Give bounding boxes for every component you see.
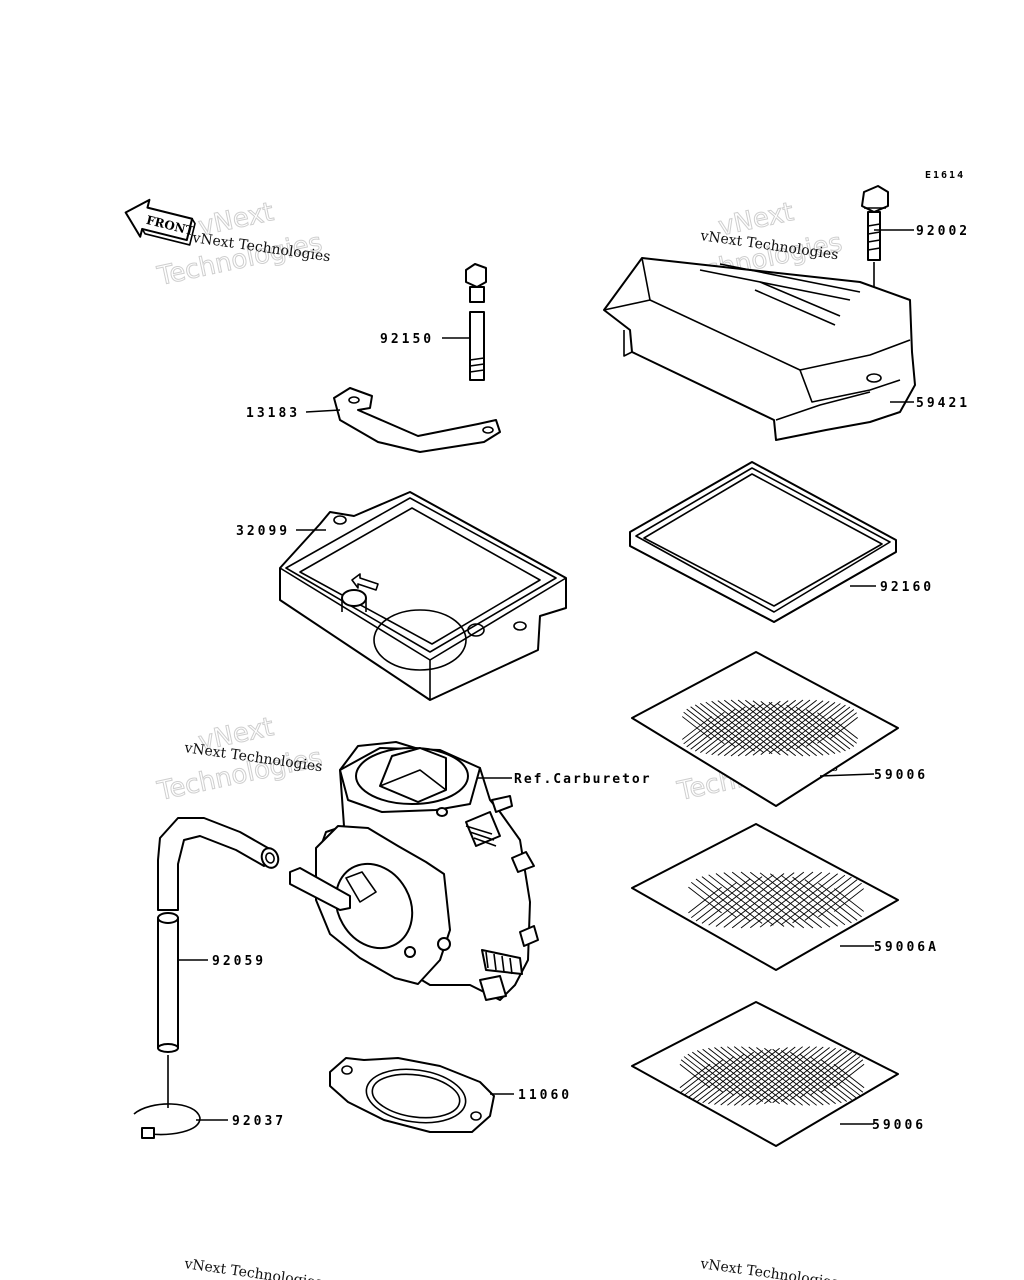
mesh-wire [759,872,831,928]
mesh-wire [786,704,846,752]
mesh-wire [683,1056,735,1096]
mesh-wire [679,1063,711,1089]
leader-lines [178,229,914,1125]
part-label-13183: 13183 [246,406,300,421]
part-label-59421: 59421 [916,396,970,411]
seal-92160 [629,461,897,623]
mesh-wire [833,888,865,912]
mesh-wire [777,703,841,753]
mesh-wire [692,1051,754,1101]
mesh-wire [711,700,781,756]
mesh-wire [740,871,814,929]
mesh-wire [809,1056,861,1096]
mesh-wire [702,1048,772,1104]
part-label-92160: 92160 [880,580,934,595]
part-label-32099: 32099 [236,524,290,539]
hose-92059 [157,817,280,1053]
mesh-wire [752,700,824,756]
part-labels: 92002 59421 92150 13183 32099 92160 5900… [212,224,970,1133]
mesh-wire [733,1046,811,1106]
mesh-wire [772,1048,842,1104]
mesh-wire [730,699,804,757]
part-label-59006-bottom: 59006 [872,1118,926,1133]
screen-59006-top [631,651,899,807]
mesh-wire [690,881,738,919]
gasket-11060 [329,1057,495,1133]
mesh-wire [694,704,756,752]
mesh-wire [731,871,805,929]
mesh-wire [818,882,862,918]
part-label-carburetor: Ref.Carburetor [514,772,652,787]
front-arrow-icon: FRONT [124,198,196,246]
mesh-wire [708,874,774,926]
mesh-wire [690,706,746,750]
watermark-text: vNext Technologies [698,1256,839,1280]
part-label-92037: 92037 [232,1114,286,1129]
mesh-wire [696,1050,764,1102]
mesh-wire [768,701,836,755]
part-label-59006-top: 59006 [874,768,928,783]
diagram-code: E1614 [925,170,965,181]
mesh-wire [681,716,713,740]
mesh-wire [760,701,830,755]
clamp-92037 [133,1055,201,1139]
part-label-59006a: 59006A [874,940,939,955]
mesh-wire [764,1047,836,1105]
screen-59006-bottom [631,1001,899,1147]
mesh-wire [833,1063,865,1089]
carburetor-ref [289,741,539,1001]
mesh-wire [830,717,858,739]
mesh-wire [804,879,858,921]
mesh-wire [705,701,773,755]
mesh-wire [741,1046,817,1106]
part-label-92150: 92150 [380,332,434,347]
mesh-wire [780,874,846,926]
screen-59006a [631,823,899,971]
mesh-wire [701,876,763,924]
mesh-wire [687,1053,745,1099]
part-label-11060: 11060 [518,1088,572,1103]
watermark-text: vNext Technologies [182,1256,323,1280]
mesh-wire [750,871,822,929]
mesh-wire [790,1051,852,1101]
mesh-wire [756,1047,830,1105]
mesh-wire [683,711,725,745]
mesh-wire [820,1059,864,1093]
mesh-wire [717,700,789,756]
case-32099 [279,491,567,701]
bracket-13183 [333,387,501,453]
mesh-wire [723,872,795,928]
mesh-wire [780,1050,848,1102]
mesh-wire [799,1053,857,1099]
mesh-wire [708,1047,780,1105]
mesh-wire [688,886,722,914]
mesh-wire [727,1046,803,1106]
mesh-wire [792,876,852,924]
mesh-wire [805,709,855,747]
cover-59421 [603,257,916,441]
mesh-wire [795,706,851,750]
mesh-wire [745,699,817,757]
bolt-92150 [465,263,487,381]
mesh-wire [686,708,736,748]
mesh-wire [817,712,857,744]
part-label-92002: 92002 [916,224,970,239]
mesh-wire [724,699,796,757]
mesh-wire [737,699,811,757]
part-label-92059: 92059 [212,954,266,969]
mesh-wire [770,873,838,927]
